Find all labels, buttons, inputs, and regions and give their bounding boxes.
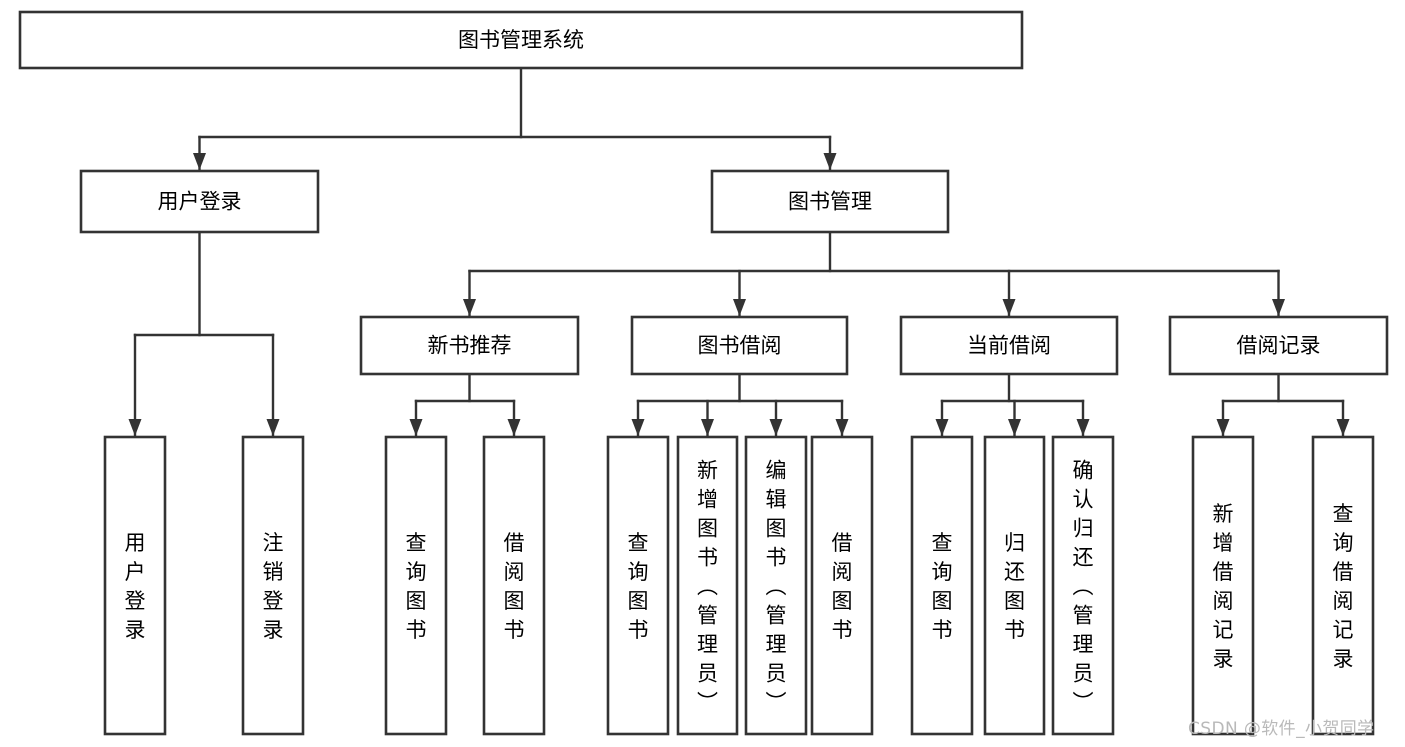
node-l3_4[interactable]: 借阅记录 <box>1168 315 1389 376</box>
node-l3_1[interactable]: 新书推荐 <box>359 315 580 376</box>
node-leaf_13[interactable]: 查询借阅记录 <box>1311 435 1375 736</box>
arrow-head <box>1336 419 1350 436</box>
node-label: 新增借阅记录 <box>1213 502 1234 671</box>
node-box[interactable] <box>1051 435 1115 736</box>
node-box[interactable] <box>810 435 874 736</box>
node-box[interactable] <box>630 315 849 376</box>
node-label: 新书推荐 <box>428 334 512 358</box>
node-box[interactable] <box>79 169 320 234</box>
node-label: 新增图书︵管理员︶ <box>697 459 718 715</box>
node-leaf_7[interactable]: 编辑图书︵管理员︶ <box>744 435 808 736</box>
arrow-head <box>733 299 746 316</box>
node-l2_2[interactable]: 图书管理 <box>710 169 950 234</box>
node-leaf_1[interactable]: 用户登录 <box>103 435 167 736</box>
node-label: 图书借阅 <box>698 334 782 358</box>
node-box[interactable] <box>18 10 1024 70</box>
node-label: 用户登录 <box>125 531 146 642</box>
node-box[interactable] <box>482 435 546 736</box>
arrow-head <box>1272 299 1285 316</box>
node-box[interactable] <box>983 435 1046 736</box>
watermark-text: CSDN @软件_小贺同学 <box>1188 719 1375 739</box>
node-box[interactable] <box>676 435 739 736</box>
arrow-head <box>701 419 714 436</box>
node-label: 图书管理系统 <box>458 28 584 52</box>
node-label: 注销登录 <box>263 531 284 642</box>
node-box[interactable] <box>910 435 974 736</box>
node-label: 用户登录 <box>158 190 242 214</box>
node-l2_1[interactable]: 用户登录 <box>79 169 320 234</box>
node-root[interactable]: 图书管理系统 <box>18 10 1024 70</box>
node-leaf_9[interactable]: 查询图书 <box>910 435 974 736</box>
node-label: 确认归还︵管理员︶ <box>1073 459 1094 715</box>
arrow-head <box>409 419 423 436</box>
node-leaf_8[interactable]: 借阅图书 <box>810 435 874 736</box>
node-box[interactable] <box>899 315 1119 376</box>
edge-layer <box>128 66 1350 438</box>
node-label: 编辑图书︵管理员︶ <box>766 459 787 715</box>
node-leaf_11[interactable]: 确认归还︵管理员︶ <box>1051 435 1115 736</box>
arrow-head <box>1002 299 1016 316</box>
arrow-head <box>128 419 142 436</box>
node-label: 查询图书 <box>628 531 649 642</box>
arrow-head <box>935 419 949 436</box>
arrow-head <box>463 299 476 316</box>
arrow-head <box>1008 419 1021 436</box>
arrow-head <box>631 419 645 436</box>
node-box[interactable] <box>359 315 580 376</box>
node-box[interactable] <box>103 435 167 736</box>
node-label: 借阅图书 <box>504 531 525 642</box>
node-l3_3[interactable]: 当前借阅 <box>899 315 1119 376</box>
arrow-head <box>507 419 521 436</box>
node-box[interactable] <box>606 435 670 736</box>
arrow-head <box>1076 419 1090 436</box>
node-box[interactable] <box>710 169 950 234</box>
node-label: 图书管理 <box>788 190 872 214</box>
node-leaf_5[interactable]: 查询图书 <box>606 435 670 736</box>
node-label: 借阅图书 <box>832 531 853 642</box>
node-label: 归还图书 <box>1004 531 1025 642</box>
node-box[interactable] <box>1191 435 1255 736</box>
node-leaf_10[interactable]: 归还图书 <box>983 435 1046 736</box>
node-box[interactable] <box>384 435 448 736</box>
node-label: 当前借阅 <box>967 334 1051 358</box>
node-leaf_3[interactable]: 查询图书 <box>384 435 448 736</box>
node-box[interactable] <box>1311 435 1375 736</box>
node-box[interactable] <box>744 435 808 736</box>
arrow-head <box>193 153 206 170</box>
node-box[interactable] <box>1168 315 1389 376</box>
node-label: 查询借阅记录 <box>1333 502 1354 671</box>
node-leaf_2[interactable]: 注销登录 <box>241 435 305 736</box>
arrow-head <box>266 419 280 436</box>
node-leaf_12[interactable]: 新增借阅记录 <box>1191 435 1255 736</box>
node-layer: 图书管理系统用户登录图书管理新书推荐图书借阅当前借阅借阅记录用户登录注销登录查询… <box>18 10 1389 736</box>
node-l3_2[interactable]: 图书借阅 <box>630 315 849 376</box>
node-label: 查询图书 <box>932 531 953 642</box>
arrow-head <box>769 419 783 436</box>
node-label: 借阅记录 <box>1237 334 1321 358</box>
node-leaf_4[interactable]: 借阅图书 <box>482 435 546 736</box>
node-leaf_6[interactable]: 新增图书︵管理员︶ <box>676 435 739 736</box>
node-box[interactable] <box>241 435 305 736</box>
arrow-head <box>835 419 849 436</box>
arrow-head <box>823 153 837 170</box>
arrow-head <box>1216 419 1230 436</box>
node-label: 查询图书 <box>406 531 427 642</box>
